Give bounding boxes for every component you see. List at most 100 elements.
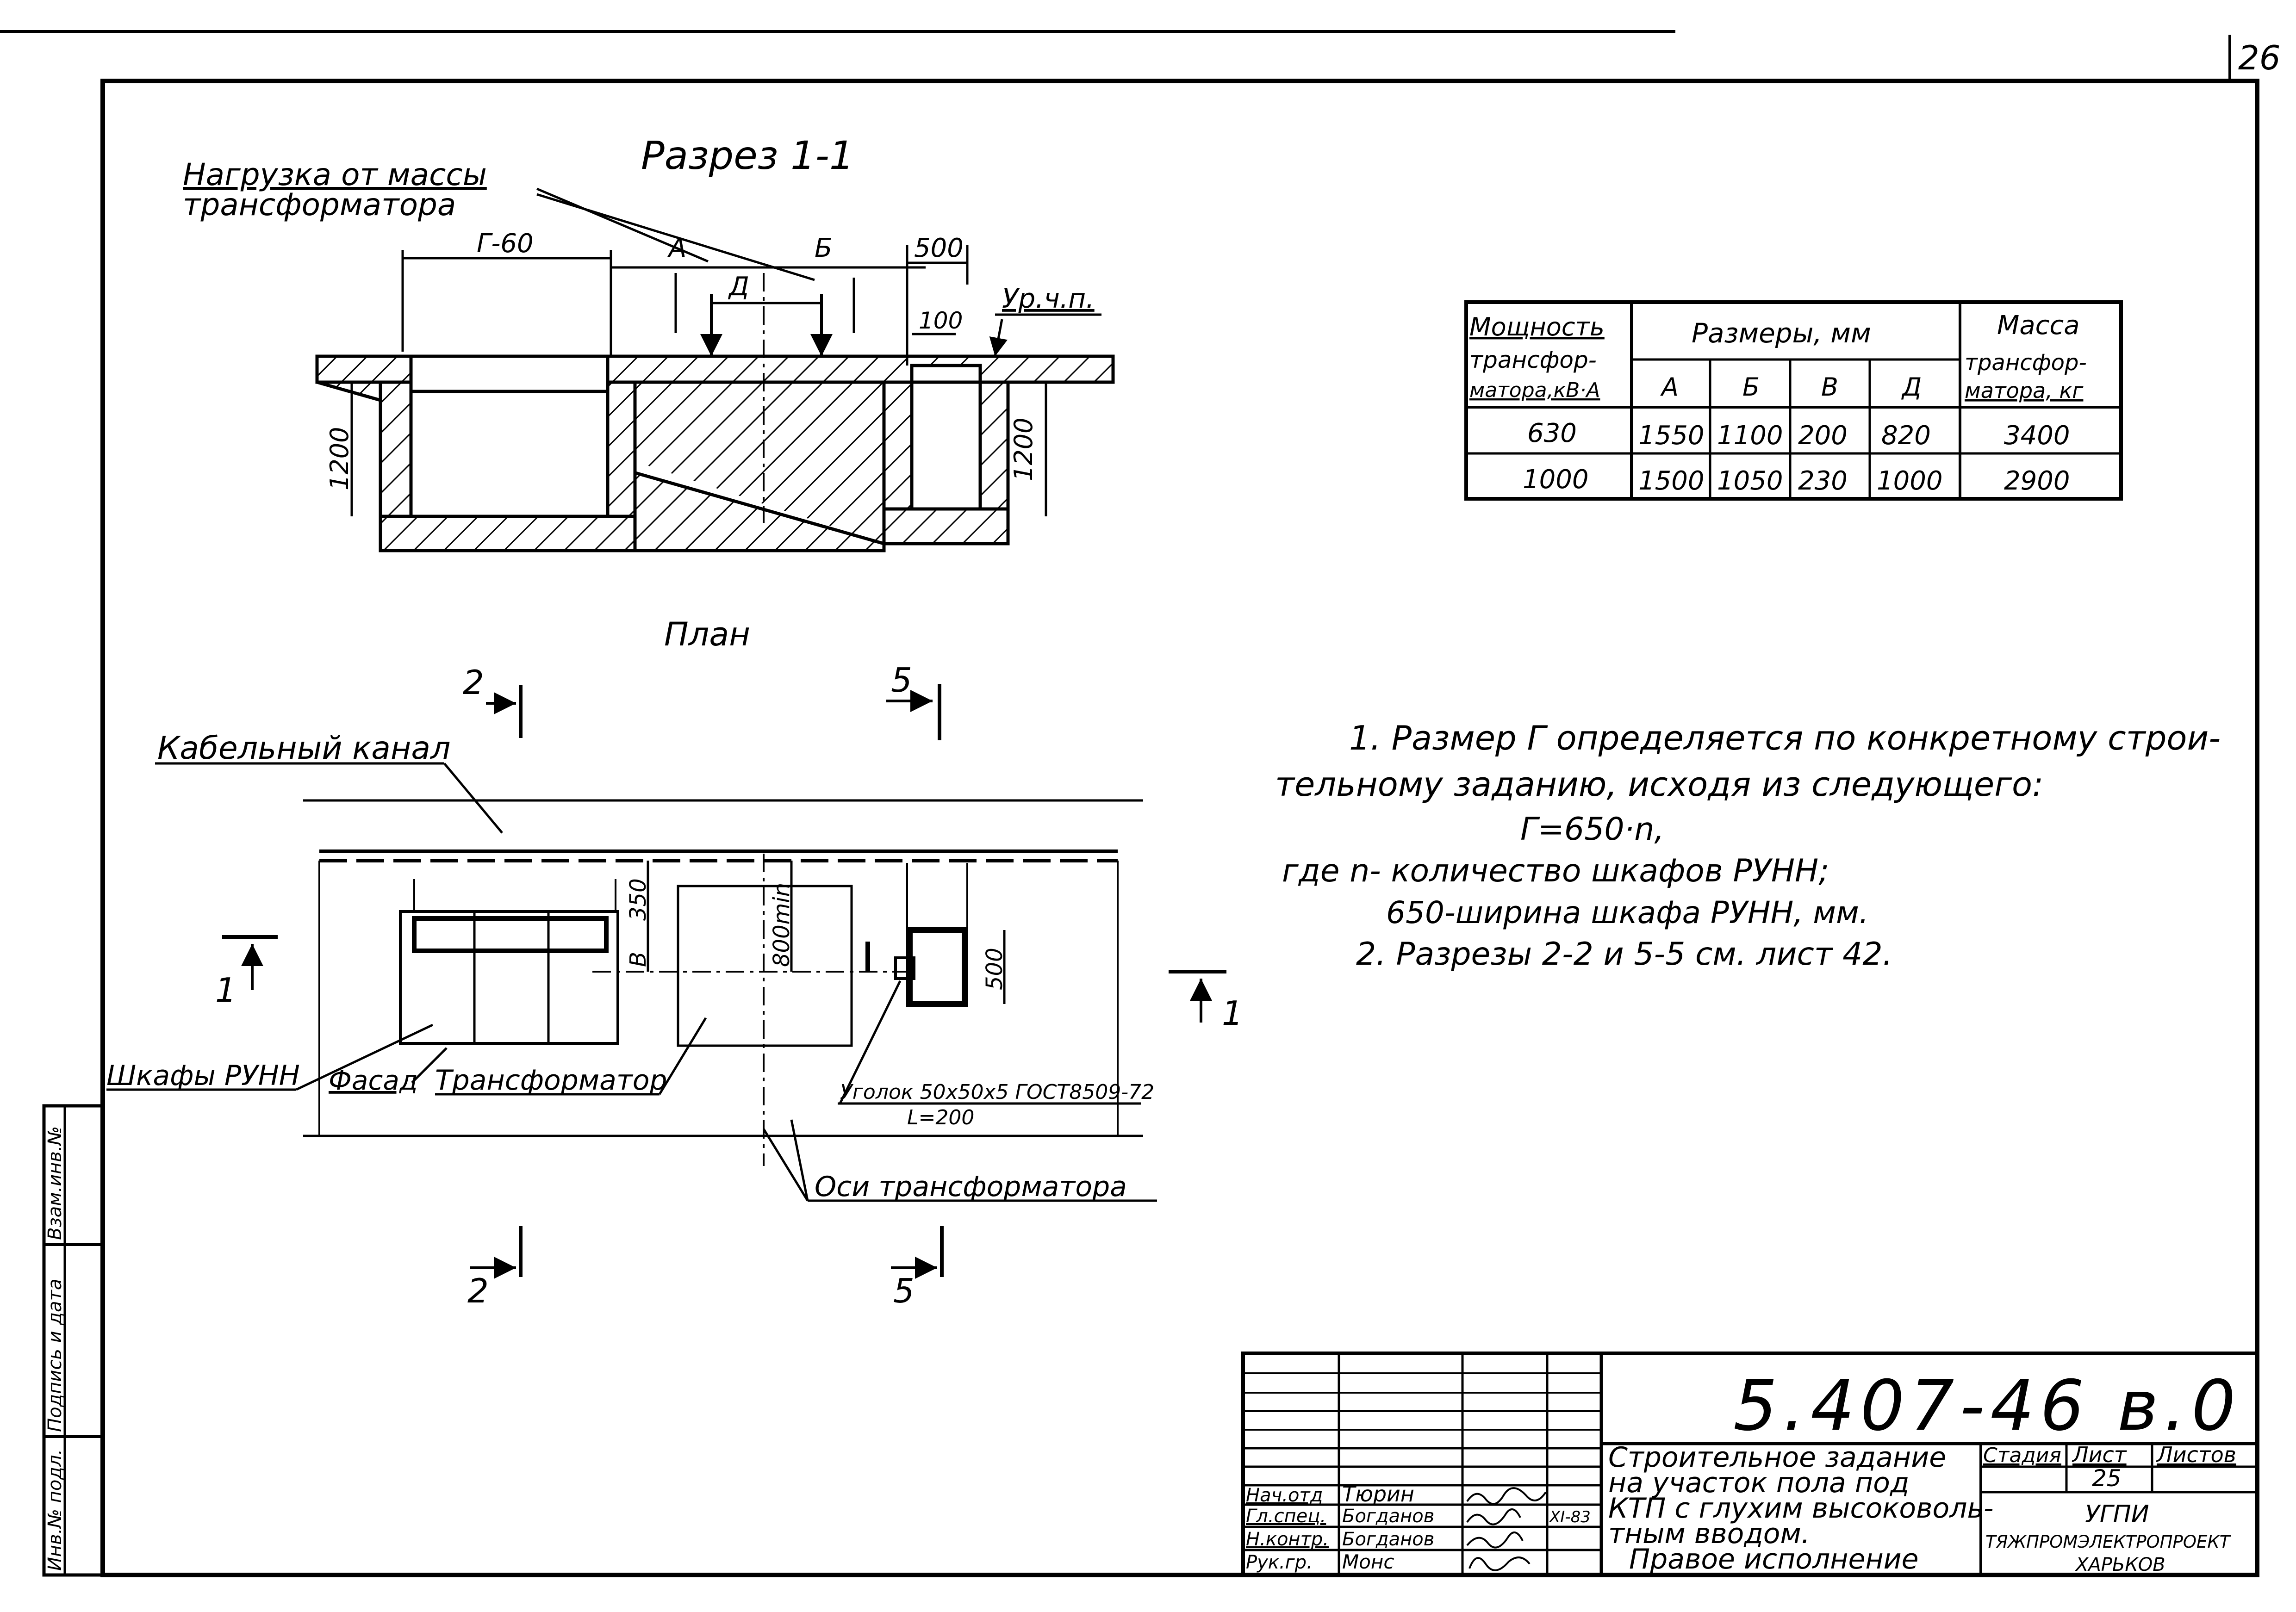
table-head-power-1: Мощность [1469,312,1605,341]
stamp-title: КТП с глухим высоковоль- [1608,1492,1994,1525]
dim-g60: Г-60 [477,229,534,259]
drawing-code: 5.407-46 в.0 [1733,1366,2241,1446]
page-number: 26 [2238,38,2281,77]
stamp-title: Строительное задание [1608,1441,1946,1474]
axes-leader [762,1128,809,1202]
table-row-power: 1000 [1523,465,1589,495]
dim-800min: 800min [769,883,795,967]
signature-mark [1466,1531,1524,1549]
signature-mark [1466,1487,1547,1505]
left-pit-cavity [409,354,610,518]
note-line: 1. Размер Г определяется по конкретному … [1349,719,2221,757]
transformer-table: Мощность трансфор- матора,кВ·А Размеры, … [1464,300,2123,501]
note-line: тельному заданию, исходя из следующего: [1275,765,2043,804]
note-line: 2. Разрезы 2-2 и 5-5 см. лист 42. [1356,936,1892,973]
plan-view: План 2 5 Кабельный канал 350 В [106,615,1243,1310]
side-stamp-frame [42,1104,105,1577]
table-head-mass-3: матора, кг [1965,378,2084,403]
cabinets-label: Шкафы РУНН [106,1060,300,1092]
table-head-mass-2: трансфор- [1965,350,2087,376]
load-leader [536,187,709,263]
stamp-title: на участок пола под [1608,1467,1909,1499]
table-sub-a: А [1660,372,1679,402]
stamp-role: Рук.гр. [1246,1552,1313,1573]
floor-level-label: Ур.ч.п. [1002,283,1095,314]
note-line: 650-ширина шкафа РУНН, мм. [1386,895,1869,930]
angle-label-2: L=200 [907,1106,974,1129]
note-line: Г=650·n, [1520,811,1664,848]
table-row-a: 1550 [1638,421,1705,451]
table-head-power-3: матора,кВ·А [1469,378,1600,402]
notes: 1. Размер Г определяется по конкретному … [1275,719,2221,973]
stamp-org-1: УГПИ [2085,1500,2149,1528]
drawing-frame [100,79,2259,1577]
dim-500-plan: 500 [982,948,1008,990]
dim-b: Б [815,233,832,263]
load-leader [536,193,815,281]
table-head-mass-1: Масса [1997,310,2080,341]
cabinets-leader [295,1023,434,1091]
title-block-frame [1241,1352,2259,1577]
plan-title: План [664,615,750,653]
table-row-d: 820 [1881,421,1931,451]
table-head-sizes: Размеры, мм [1692,317,1871,349]
table-row-b: 1100 [1717,421,1783,451]
dim-1200-left: 1200 [325,427,354,490]
section-1-1: Разрез 1-1 Нагрузка от массы трансформат… [183,133,1115,552]
dim-1200-right: 1200 [1009,418,1038,481]
cut-2-bottom: 2 [467,1271,489,1310]
angle-marker [894,956,915,980]
right-pit-cavity [910,364,982,511]
stamp-name: Монс [1342,1550,1394,1573]
cabinets-outline [399,910,619,1045]
axes-leader [790,1119,809,1201]
table-sub-v: В [1821,372,1838,402]
facade-leader [411,1047,448,1084]
note-line: где n- количество шкафов РУНН; [1282,853,1829,889]
stamp-role: Н.контр. [1246,1529,1329,1550]
angle-leader [839,980,902,1104]
stamp-org-2: ТЯЖПРОМЭЛЕКТРОПРОЕКТ [1985,1532,2231,1552]
cut-5-top: 5 [891,661,912,700]
floor-level-arrow [989,319,1008,357]
cable-channel-leader [443,763,503,834]
cut-2-top: 2 [463,663,484,702]
table-frame [1464,300,2123,501]
angle-box [906,927,968,1007]
side-stamp-sign: Подпись и дата [44,1279,66,1432]
transformer-label: Трансформатор [435,1064,667,1097]
cable-channel-label: Кабельный канал [157,730,451,767]
stamp-date: XI-83 [1549,1508,1591,1526]
table-row-v: 230 [1798,466,1848,496]
dim-a: А [667,233,686,263]
left-pit-floor [379,515,637,552]
dim-350: 350 [625,878,651,921]
section-title: Разрез 1-1 [641,133,854,178]
dim-d: Д [728,272,749,302]
right-pit-floor [882,507,1010,546]
dim-b-plan: В [625,952,651,967]
cut-1-left: 1 [215,971,236,1010]
stamp-title: Правое исполнение [1629,1543,1919,1575]
table-row-a: 1500 [1638,466,1705,496]
table-row-mass: 2900 [2004,466,2070,496]
facade-label: Фасад [329,1065,418,1096]
transformer-outline [677,885,853,1047]
load-label-line1: Нагрузка от массы [183,157,487,192]
table-sub-d: Д [1901,372,1922,402]
stamp-role: Нач.отд [1246,1485,1323,1506]
dim-500: 500 [914,233,964,263]
load-label-line2: трансформатора [183,187,456,223]
stamp-title: тным вводом. [1608,1518,1810,1550]
cut-5-bottom: 5 [893,1271,915,1310]
axes-label: Оси трансформатора [815,1171,1127,1203]
stamp-name: Богданов [1342,1506,1434,1527]
cut-1-right: 1 [1222,994,1243,1033]
stamp-role: Гл.спец. [1246,1506,1326,1527]
stamp-sheet-number: 25 [2092,1465,2122,1492]
table-row-v: 200 [1798,421,1848,451]
table-row-mass: 3400 [2004,421,2070,451]
title-block: 5.407-46 в.0 Строительное задание на уча… [1241,1352,2259,1577]
transformer-leader [658,1017,707,1095]
stamp-name: Богданов [1342,1529,1434,1550]
